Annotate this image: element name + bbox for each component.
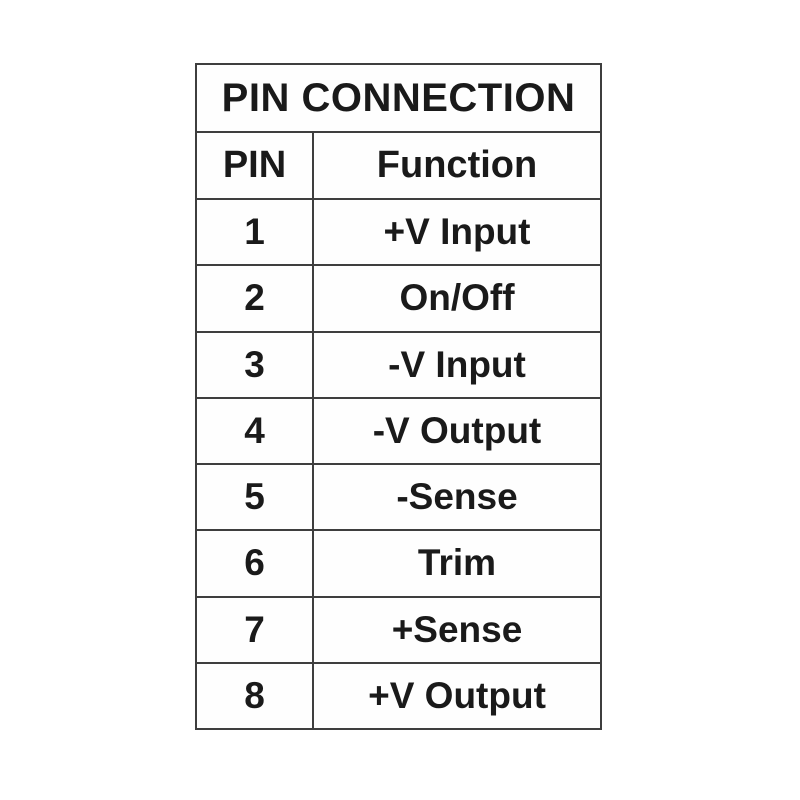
pin-number-cell: 3	[195, 330, 314, 399]
table-row: 3-V Input	[195, 330, 602, 399]
table-title: PIN CONNECTION	[195, 63, 602, 133]
column-header-pin: PIN	[195, 131, 314, 200]
column-header-function: Function	[312, 131, 602, 200]
table-row: 8+V Output	[195, 661, 602, 731]
pin-number-cell: 6	[195, 529, 314, 598]
table-header-row: PIN Function	[195, 131, 602, 200]
pin-function-cell: -Sense	[312, 462, 602, 532]
table-row: 4-V Output	[195, 396, 602, 466]
pin-number-cell: 7	[195, 595, 314, 664]
table-row: 7+Sense	[195, 595, 602, 664]
pin-number-cell: 5	[195, 462, 314, 532]
table-title-row: PIN CONNECTION	[195, 63, 602, 133]
pin-number-cell: 4	[195, 396, 314, 466]
table-row: 5-Sense	[195, 462, 602, 532]
pin-function-cell: +V Output	[312, 661, 602, 731]
pin-number-cell: 1	[195, 197, 314, 267]
pin-function-cell: -V Input	[312, 330, 602, 399]
pin-number-cell: 2	[195, 264, 314, 333]
pin-function-cell: +V Input	[312, 197, 602, 267]
pin-function-cell: -V Output	[312, 396, 602, 466]
table-head: PIN CONNECTION PIN Function	[195, 63, 602, 200]
pin-function-cell: On/Off	[312, 264, 602, 333]
pin-number-cell: 8	[195, 661, 314, 731]
table-row: 1+V Input	[195, 197, 602, 267]
pin-function-cell: Trim	[312, 529, 602, 598]
pin-function-cell: +Sense	[312, 595, 602, 664]
